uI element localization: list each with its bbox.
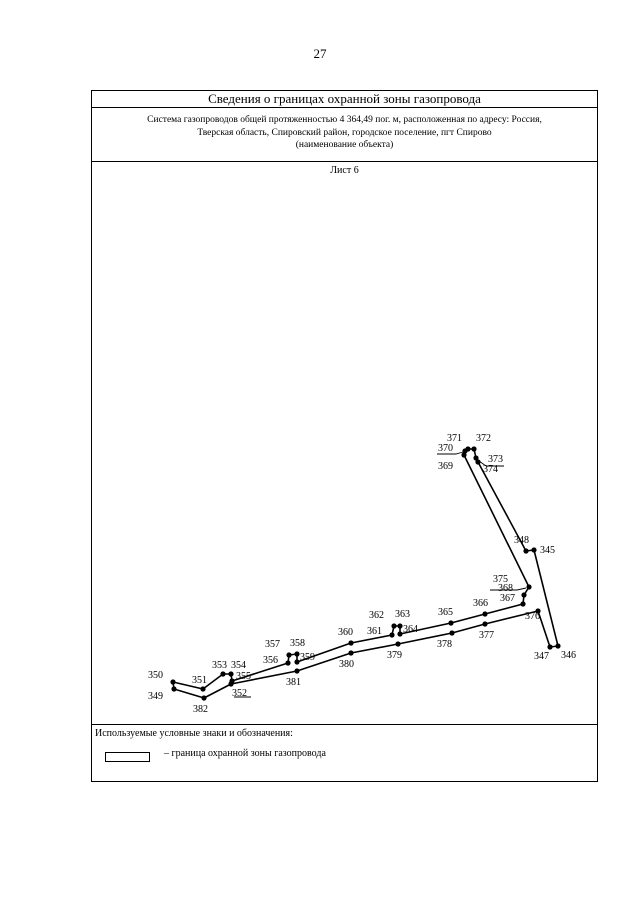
point-marker-348 [523,548,529,554]
point-label-360: 360 [338,627,353,638]
point-marker-364 [397,631,403,637]
point-label-346: 346 [561,650,576,661]
leader-373 [478,460,504,467]
point-label-352: 352 [232,688,247,699]
leader-375 [490,587,527,591]
point-marker-361 [389,632,395,638]
object-description: Система газопроводов общей протяженность… [92,108,597,162]
point-marker-367 [520,601,526,607]
point-marker-362 [391,623,397,629]
table-title: Сведения о границах охранной зоны газопр… [92,91,597,108]
point-marker-345 [531,547,537,553]
legend-boundary-symbol [105,752,150,762]
point-label-358: 358 [290,638,305,649]
point-label-361: 361 [367,626,382,637]
point-marker-372 [471,446,477,452]
point-label-379: 379 [387,650,402,661]
point-label-359: 359 [300,652,315,663]
point-label-373: 373 [488,454,503,465]
point-label-367: 367 [500,593,515,604]
point-label-366: 366 [473,598,488,609]
leader-370 [437,451,464,455]
object-caption: (наименование объекта) [295,140,394,150]
object-line-1: Система газопроводов общей протяженность… [147,115,542,125]
point-marker-356 [285,660,291,666]
point-marker-373 [473,455,479,461]
point-label-368: 368 [498,583,513,594]
point-marker-382 [201,695,207,701]
point-label-355: 355 [236,671,251,682]
point-label-377: 377 [479,630,494,641]
sheet-label: Лист 6 [330,165,359,176]
point-marker-380 [348,650,354,656]
point-marker-365 [448,620,454,626]
point-label-380: 380 [339,659,354,670]
point-label-375: 375 [493,574,508,585]
point-marker-381 [294,668,300,674]
point-label-365: 365 [438,607,453,618]
point-marker-347 [547,644,553,650]
point-marker-378 [449,630,455,636]
object-line-2: Тверская область, Спировский район, горо… [197,127,492,138]
point-marker-349 [171,686,177,692]
legend-title: Используемые условные знаки и обозначени… [95,728,293,739]
point-marker-366 [482,611,488,617]
point-marker-368 [521,592,527,598]
point-marker-353 [220,671,226,677]
point-label-364: 364 [403,624,418,635]
point-label-351: 351 [192,675,207,686]
point-marker-354 [228,671,234,677]
legend-boundary-text: – граница охранной зоны газопровода [164,748,326,759]
point-label-376: 376 [525,611,540,622]
point-marker-369 [461,452,467,458]
point-marker-351 [200,686,206,692]
point-label-345: 345 [540,545,555,556]
point-label-378: 378 [437,639,452,650]
point-marker-350 [170,679,176,685]
point-label-348: 348 [514,535,529,546]
point-label-350: 350 [148,670,163,681]
point-marker-377 [482,621,488,627]
point-label-353: 353 [212,660,227,671]
point-label-349: 349 [148,691,163,702]
point-marker-375 [526,584,532,590]
point-label-381: 381 [286,677,301,688]
point-label-369: 369 [438,461,453,472]
point-marker-363 [397,623,403,629]
point-label-347: 347 [534,651,549,662]
point-marker-346 [555,643,561,649]
point-marker-376 [535,608,541,614]
info-frame: Сведения о границах охранной зоны газопр… [91,90,598,782]
point-marker-358 [294,651,300,657]
point-marker-357 [286,652,292,658]
point-marker-359 [294,659,300,665]
point-marker-371 [465,446,471,452]
point-label-372: 372 [476,433,491,444]
point-label-363: 363 [395,609,410,620]
point-marker-379 [395,641,401,647]
point-label-370: 370 [438,443,453,454]
point-label-354: 354 [231,660,246,671]
point-label-356: 356 [263,655,278,666]
point-label-371: 371 [447,433,462,444]
point-label-357: 357 [265,639,280,650]
legend: Используемые условные знаки и обозначени… [92,724,597,782]
point-label-362: 362 [369,610,384,621]
point-marker-360 [348,640,354,646]
point-marker-355 [229,678,235,684]
point-label-374: 374 [483,464,498,475]
page-number: 27 [313,46,327,61]
point-label-382: 382 [193,704,208,715]
